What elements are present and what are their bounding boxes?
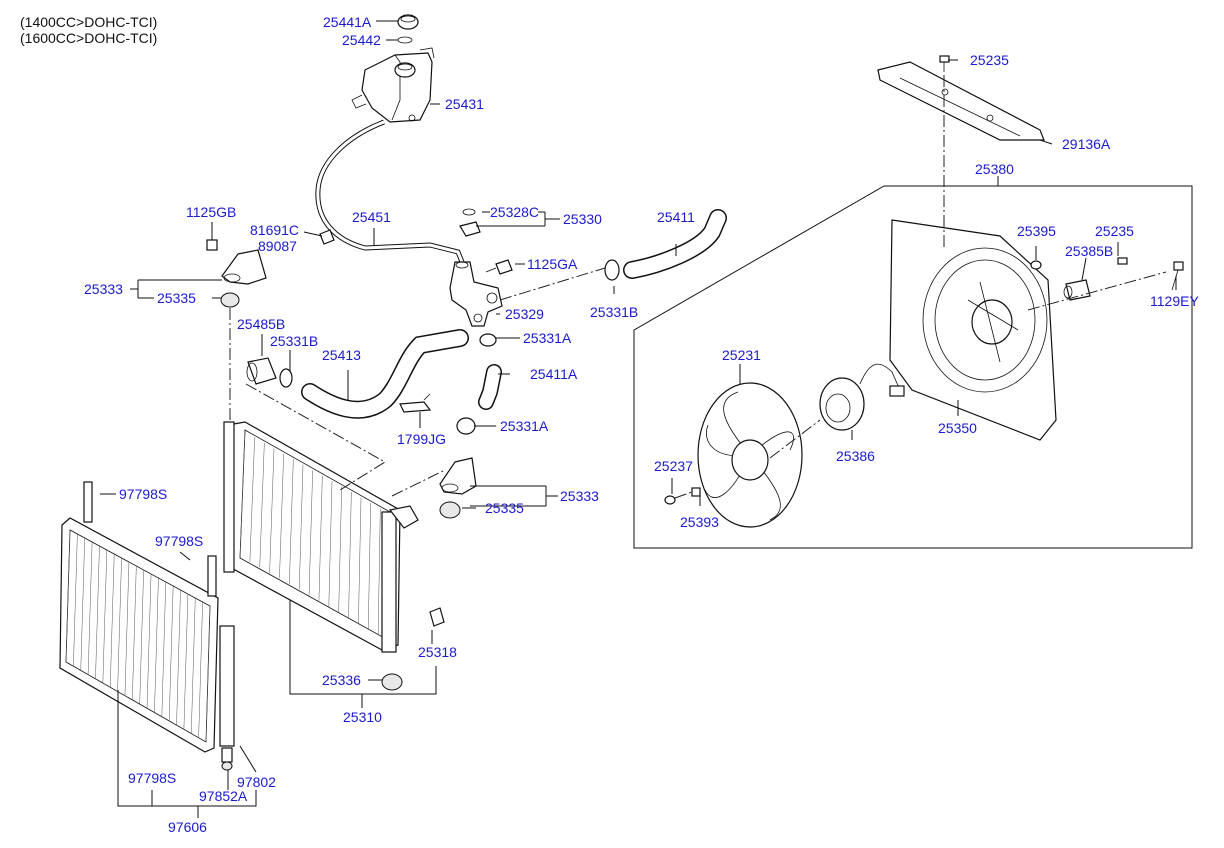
- rubber-insulator-upper[interactable]: [220, 292, 240, 308]
- clip-25395[interactable]: [1030, 260, 1042, 270]
- resistor-25385B[interactable]: [1063, 279, 1091, 301]
- label-25441A[interactable]: 25441A: [323, 14, 372, 30]
- label-25235-right[interactable]: 25235: [1095, 223, 1134, 239]
- label-25335-lower[interactable]: 25335: [485, 500, 524, 516]
- reservoir-tank[interactable]: [351, 47, 435, 123]
- label-25431[interactable]: 25431: [445, 96, 484, 112]
- label-1799JG[interactable]: 1799JG: [397, 431, 446, 447]
- bolt-1125GB[interactable]: [206, 239, 218, 251]
- drain-plug-25318[interactable]: [429, 607, 445, 627]
- hose-clamp-25331B-lower[interactable]: [279, 368, 293, 388]
- label-25485B[interactable]: 25485B: [237, 316, 285, 332]
- engine-variant-1600: (1600CC>DOHC-TCI): [20, 30, 158, 46]
- label-25235-top[interactable]: 25235: [970, 52, 1009, 68]
- label-97606[interactable]: 97606: [168, 819, 207, 835]
- sensor-wire-1799JG[interactable]: [399, 393, 432, 413]
- label-25336[interactable]: 25336: [322, 672, 361, 688]
- label-25328C[interactable]: 25328C: [490, 204, 539, 220]
- label-25330[interactable]: 25330: [563, 211, 602, 227]
- label-25335-upper[interactable]: 25335: [157, 290, 196, 306]
- label-25350[interactable]: 25350: [938, 420, 977, 436]
- radiator-assembly[interactable]: [223, 421, 419, 691]
- label-1125GA[interactable]: 1125GA: [527, 256, 578, 272]
- label-25395[interactable]: 25395: [1017, 223, 1056, 239]
- label-25411A[interactable]: 25411A: [530, 366, 578, 382]
- label-25442[interactable]: 25442: [342, 32, 381, 48]
- label-25333-lower[interactable]: 25333: [560, 488, 599, 504]
- cap-fitting[interactable]: [459, 221, 481, 237]
- label-25385B[interactable]: 25385B: [1065, 243, 1113, 259]
- reservoir-cap[interactable]: [397, 14, 419, 30]
- nut-25237[interactable]: [664, 495, 676, 505]
- bolt-1129EY[interactable]: [1171, 261, 1184, 291]
- radiator-inlet-hose[interactable]: [301, 329, 469, 419]
- fan-shroud-25350[interactable]: [889, 219, 1057, 441]
- small-seal-ring[interactable]: [462, 208, 476, 216]
- label-25331A-lower[interactable]: 25331A: [500, 418, 549, 434]
- rubber-insulator-lower[interactable]: [439, 501, 461, 519]
- label-25329[interactable]: 25329: [505, 306, 544, 322]
- condenser-assembly[interactable]: [59, 481, 235, 771]
- engine-variant-1400: (1400CC>DOHC-TCI): [20, 14, 158, 30]
- label-89087[interactable]: 89087: [258, 238, 297, 254]
- label-25331B-upper[interactable]: 25331B: [590, 304, 638, 320]
- fan-blade-25231[interactable]: [697, 382, 803, 528]
- label-25231[interactable]: 25231: [722, 347, 761, 363]
- leader-lines: [100, 20, 1177, 818]
- overflow-hose[interactable]: [315, 119, 465, 263]
- label-25386[interactable]: 25386: [836, 448, 875, 464]
- label-25333-upper[interactable]: 25333: [84, 281, 123, 297]
- label-25331B-lower[interactable]: 25331B: [270, 333, 318, 349]
- part-number-labels: 25441A 25442 25431 25451 25328C 25330 11…: [84, 14, 1199, 835]
- label-81691C[interactable]: 81691C: [250, 222, 299, 238]
- short-hose-25411A[interactable]: [478, 364, 502, 410]
- screw-25235-right[interactable]: [1117, 257, 1128, 265]
- screw-25235-top[interactable]: [939, 55, 950, 72]
- label-97798S-bottom[interactable]: 97798S: [128, 770, 176, 786]
- hose-clip[interactable]: [319, 229, 335, 245]
- label-25318[interactable]: 25318: [418, 644, 457, 660]
- hose-clamp-25331B-upper[interactable]: [604, 259, 620, 281]
- label-97802[interactable]: 97802: [237, 774, 276, 790]
- label-1125GB[interactable]: 1125GB: [186, 204, 236, 220]
- label-25411[interactable]: 25411: [657, 209, 695, 225]
- label-25451[interactable]: 25451: [352, 209, 391, 225]
- hose-clamp-25331A-lower[interactable]: [456, 417, 476, 435]
- hose-clamp-25331A-upper[interactable]: [479, 333, 497, 347]
- label-25413[interactable]: 25413: [322, 347, 361, 363]
- water-outlet-fitting[interactable]: [449, 261, 503, 327]
- label-29136A[interactable]: 29136A: [1062, 136, 1111, 152]
- label-97852A[interactable]: 97852A: [199, 788, 248, 804]
- label-25237[interactable]: 25237: [654, 458, 693, 474]
- label-25310[interactable]: 25310: [343, 709, 382, 725]
- label-97798S-mid[interactable]: 97798S: [155, 533, 203, 549]
- mounting-bracket-lower-right[interactable]: [439, 457, 477, 495]
- washer-25393[interactable]: [691, 487, 701, 497]
- label-97798S-top[interactable]: 97798S: [119, 486, 167, 502]
- bolt-1125GA[interactable]: [485, 259, 513, 275]
- mounting-bracket-upper-left[interactable]: [221, 249, 267, 285]
- fan-motor-25386[interactable]: [819, 363, 905, 431]
- label-25393[interactable]: 25393: [680, 514, 719, 530]
- label-25380[interactable]: 25380: [975, 161, 1014, 177]
- label-1129EY[interactable]: 1129EY: [1150, 293, 1199, 309]
- label-25331A-upper[interactable]: 25331A: [523, 330, 572, 346]
- air-guard-29136A[interactable]: [877, 61, 1045, 141]
- alignment-center-lines: [229, 75, 1167, 499]
- hose-connector-25485B[interactable]: [246, 357, 277, 385]
- upper-radiator-hose[interactable]: [623, 209, 727, 279]
- cap-gasket[interactable]: [397, 36, 413, 44]
- fan-assembly-group-box: [633, 185, 1193, 549]
